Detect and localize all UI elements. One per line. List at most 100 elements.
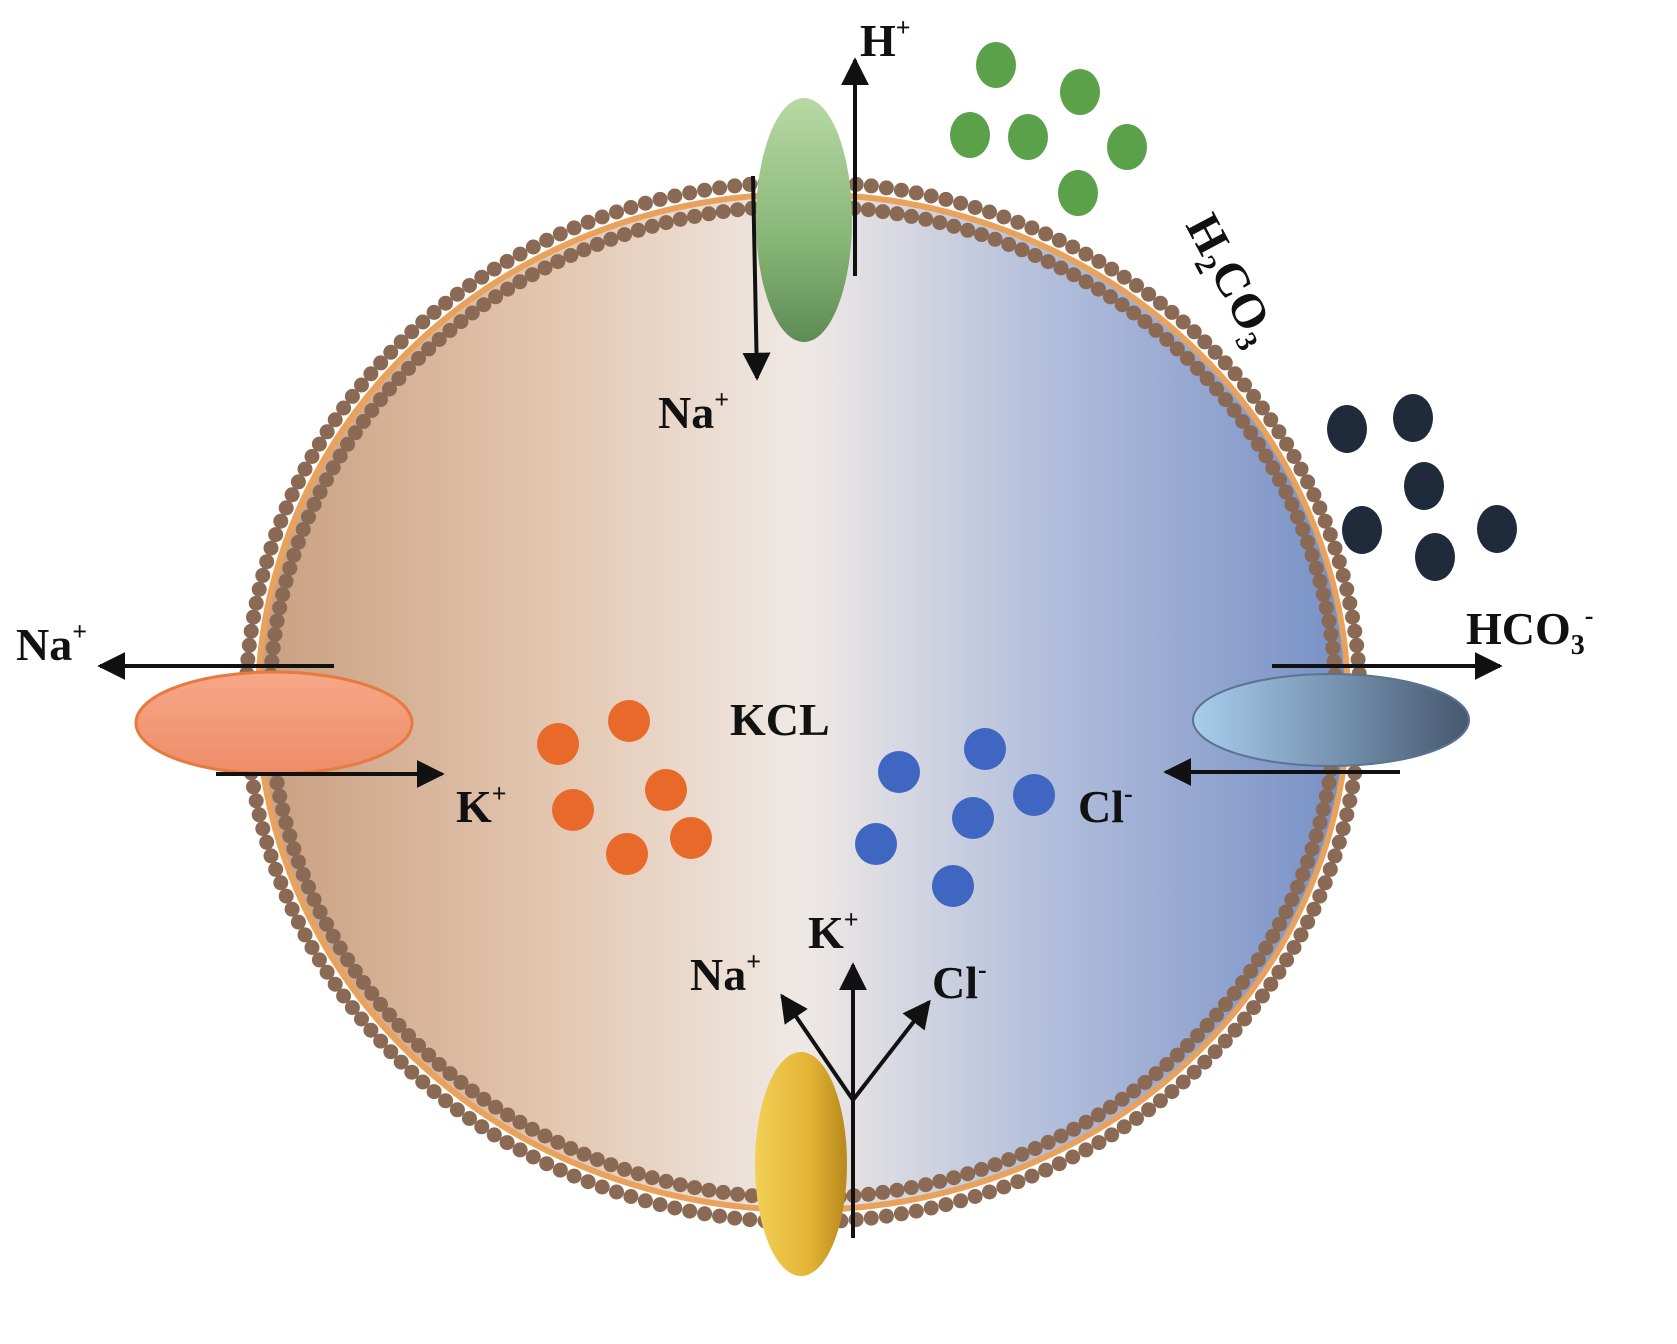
membrane-head [391, 1017, 407, 1033]
membrane-head [552, 226, 568, 242]
membrane-head [1317, 513, 1333, 529]
membrane-head [267, 627, 283, 642]
membrane-head [306, 496, 322, 512]
membrane-head [730, 202, 746, 218]
membrane-head [1091, 1135, 1107, 1151]
membrane-head [1010, 214, 1026, 230]
membrane-head [1279, 952, 1295, 968]
membrane-head [550, 1134, 566, 1150]
membrane-head [960, 222, 976, 238]
membrane-head [500, 1107, 516, 1123]
membrane-head [1137, 314, 1153, 330]
membrane-head [550, 254, 566, 270]
membrane-head [275, 802, 291, 817]
membrane-head [1169, 341, 1185, 357]
membrane-head [938, 191, 954, 207]
membrane-head [1065, 1149, 1081, 1165]
membrane-head [373, 996, 388, 1012]
membrane-head [383, 1044, 399, 1060]
membrane-head [1114, 1091, 1130, 1107]
label-bottom-cl: Cl- [932, 955, 987, 1008]
membrane-head [1226, 986, 1242, 1001]
membrane-head [286, 547, 302, 563]
h2co3-molecule [1107, 124, 1147, 170]
membrane-head [319, 424, 335, 440]
membrane-head [1186, 324, 1202, 340]
membrane-head [603, 1157, 619, 1173]
membrane-head [364, 403, 380, 418]
membrane-head [1038, 226, 1054, 242]
membrane-head [1342, 793, 1358, 809]
membrane-head [1293, 927, 1309, 943]
membrane-head [1207, 1044, 1223, 1060]
membrane-head [1190, 360, 1205, 376]
membrane-head [442, 322, 458, 338]
membrane-head [860, 1186, 876, 1202]
membrane-head [1175, 1074, 1191, 1090]
membrane-head [363, 1022, 379, 1038]
membrane-head [1263, 412, 1279, 428]
label-bottom-k: K+ [808, 905, 859, 958]
membrane-head [908, 185, 924, 201]
membrane-head [404, 1064, 420, 1080]
membrane-head [712, 1208, 728, 1224]
membrane-head [525, 1149, 541, 1165]
bottom-transporter [755, 1052, 847, 1276]
membrane-head [1271, 424, 1287, 440]
membrane-head [273, 875, 289, 891]
membrane-head [327, 412, 343, 428]
membrane-head [336, 400, 352, 416]
membrane-head [1304, 841, 1320, 857]
membrane-head [1038, 1162, 1054, 1178]
membrane-head [1286, 940, 1302, 955]
membrane-head [552, 1162, 568, 1178]
h2co3-molecule [1008, 114, 1048, 160]
hco3-molecule [1327, 405, 1367, 453]
cell-body [258, 194, 1348, 1210]
membrane-head [1321, 775, 1337, 791]
membrane-head [672, 211, 688, 227]
membrane-head [637, 1193, 653, 1209]
membrane-head [325, 928, 341, 944]
membrane-head [1323, 627, 1339, 642]
membrane-head [1235, 975, 1251, 990]
membrane-head [1226, 403, 1242, 418]
membrane-head [1102, 1099, 1118, 1115]
membrane-head [442, 1066, 458, 1082]
membrane-head [1141, 1102, 1157, 1118]
membrane-head [248, 793, 264, 809]
membrane-head [241, 637, 257, 653]
membrane-head [1237, 377, 1252, 393]
membrane-head [355, 975, 371, 990]
membrane-head [401, 360, 416, 376]
membrane-head [1327, 848, 1343, 864]
membrane-head [1331, 554, 1347, 570]
membrane-head [488, 289, 504, 305]
membrane-head [1339, 581, 1355, 597]
membrane-head [1327, 540, 1343, 556]
membrane-head [1321, 613, 1337, 629]
membrane-head [512, 274, 528, 290]
membrane-head [1199, 371, 1215, 387]
membrane-head [512, 246, 528, 262]
membrane-head [1186, 1064, 1202, 1080]
membrane-head [1090, 281, 1106, 297]
membrane-head [918, 211, 934, 227]
membrane-head [476, 1091, 492, 1107]
membrane-head [474, 1119, 490, 1135]
membrane-head [347, 425, 363, 441]
membrane-head [1227, 1022, 1243, 1038]
membrane-head [687, 1180, 703, 1196]
membrane-head [1279, 436, 1295, 452]
membrane-head [1152, 295, 1168, 311]
membrane-head [848, 1212, 864, 1228]
right-transporter [1192, 673, 1470, 767]
membrane-head [893, 1206, 909, 1222]
membrane-head [623, 1189, 639, 1204]
membrane-head [1190, 1028, 1205, 1044]
membrane-head [383, 344, 399, 360]
membrane-head [1258, 448, 1274, 464]
membrane-head [1169, 1047, 1185, 1063]
membrane-head [340, 952, 356, 968]
membrane-head [332, 940, 348, 956]
